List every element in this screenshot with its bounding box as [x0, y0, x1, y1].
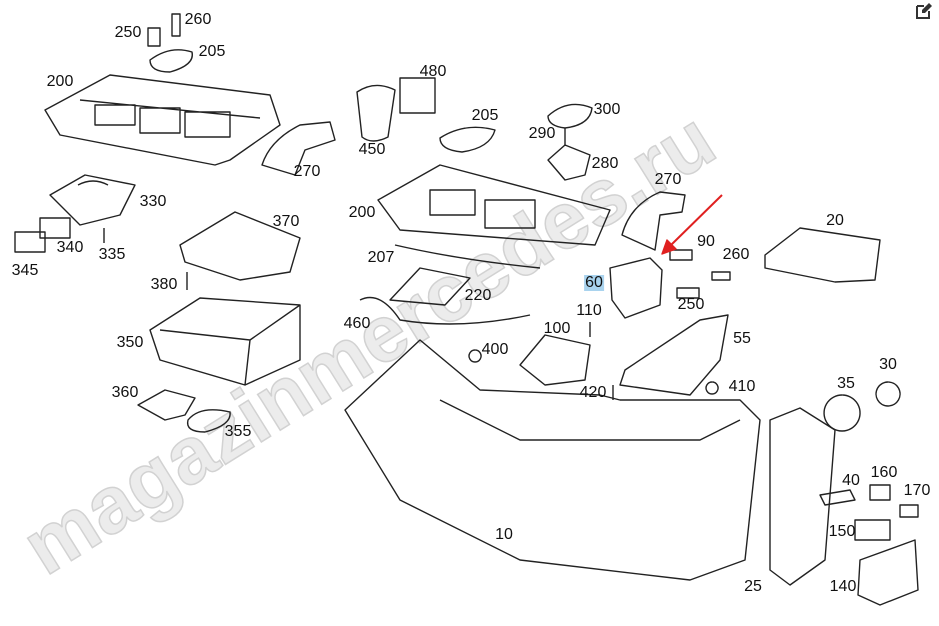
callout-400[interactable]: 400 — [481, 341, 509, 358]
callout-30[interactable]: 30 — [879, 356, 897, 373]
callout-200b[interactable]: 200 — [348, 204, 376, 221]
part-205b — [439, 126, 496, 153]
callout-345[interactable]: 345 — [11, 262, 39, 279]
callout-340[interactable]: 340 — [56, 239, 84, 256]
callout-460[interactable]: 460 — [343, 315, 371, 332]
part-205 — [149, 49, 194, 73]
part-250b — [676, 287, 700, 299]
callout-380[interactable]: 380 — [150, 276, 178, 293]
part-280 — [547, 144, 591, 181]
part-35 — [823, 394, 861, 432]
part-200b — [377, 164, 611, 246]
callout-250b[interactable]: 250 — [677, 296, 705, 313]
callout-290[interactable]: 290 — [528, 125, 556, 142]
part-370 — [179, 211, 301, 281]
part-40 — [819, 489, 856, 506]
callout-20[interactable]: 20 — [826, 212, 844, 229]
part-60 — [609, 257, 663, 319]
part-410 — [705, 381, 719, 395]
callout-35[interactable]: 35 — [837, 375, 855, 392]
callout-150[interactable]: 150 — [828, 523, 856, 540]
part-300 — [547, 103, 593, 129]
callout-280[interactable]: 280 — [591, 155, 619, 172]
callout-270b[interactable]: 270 — [654, 171, 682, 188]
callout-160[interactable]: 160 — [870, 464, 898, 481]
callout-370[interactable]: 370 — [272, 213, 300, 230]
callout-450[interactable]: 450 — [358, 141, 386, 158]
callout-100[interactable]: 100 — [543, 320, 571, 337]
callout-360[interactable]: 360 — [111, 384, 139, 401]
part-170 — [899, 504, 919, 518]
callout-330[interactable]: 330 — [139, 193, 167, 210]
callout-420[interactable]: 420 — [579, 384, 607, 401]
callout-207[interactable]: 207 — [367, 249, 395, 266]
part-100 — [519, 334, 591, 386]
part-90 — [669, 249, 693, 261]
edit-icon[interactable] — [915, 2, 933, 20]
callout-250[interactable]: 250 — [114, 24, 142, 41]
callout-480[interactable]: 480 — [419, 63, 447, 80]
callout-270[interactable]: 270 — [293, 163, 321, 180]
part-345 — [14, 231, 46, 253]
part-10 — [344, 339, 761, 581]
part-270b — [621, 191, 686, 251]
callout-55[interactable]: 55 — [733, 330, 751, 347]
callout-220[interactable]: 220 — [464, 287, 492, 304]
part-260 — [171, 13, 181, 37]
part-360 — [137, 389, 196, 421]
callout-260[interactable]: 260 — [184, 11, 212, 28]
callout-10[interactable]: 10 — [495, 526, 513, 543]
callout-355[interactable]: 355 — [224, 423, 252, 440]
part-330 — [49, 174, 136, 226]
part-355 — [186, 409, 231, 433]
part-260b — [711, 271, 731, 281]
callout-335[interactable]: 335 — [98, 246, 126, 263]
callout-350[interactable]: 350 — [116, 334, 144, 351]
part-140 — [857, 539, 919, 606]
part-30 — [875, 381, 901, 407]
part-25 — [769, 407, 836, 586]
callout-410[interactable]: 410 — [728, 378, 756, 395]
part-150 — [854, 519, 891, 541]
callout-170[interactable]: 170 — [903, 482, 931, 499]
part-220 — [389, 267, 471, 306]
part-200 — [44, 74, 281, 166]
part-460 — [359, 296, 531, 325]
part-55 — [619, 314, 729, 396]
callout-140[interactable]: 140 — [829, 578, 857, 595]
callout-90[interactable]: 90 — [697, 233, 715, 250]
part-350 — [149, 297, 301, 386]
part-400 — [468, 349, 482, 363]
callout-200[interactable]: 200 — [46, 73, 74, 90]
part-250 — [147, 27, 161, 47]
part-20 — [764, 227, 881, 283]
part-450 — [356, 84, 396, 142]
callout-60-highlighted[interactable]: 60 — [584, 274, 604, 291]
red-arrow-indicator — [661, 194, 723, 255]
callout-300[interactable]: 300 — [593, 101, 621, 118]
callout-110[interactable]: 110 — [576, 302, 602, 319]
part-480 — [399, 77, 436, 114]
callout-260b[interactable]: 260 — [722, 246, 750, 263]
callout-40[interactable]: 40 — [842, 472, 860, 489]
part-207 — [394, 244, 541, 269]
part-160 — [869, 484, 891, 501]
callout-205b[interactable]: 205 — [471, 107, 499, 124]
callout-205[interactable]: 205 — [198, 43, 226, 60]
part-270 — [261, 121, 336, 176]
callout-25[interactable]: 25 — [744, 578, 762, 595]
